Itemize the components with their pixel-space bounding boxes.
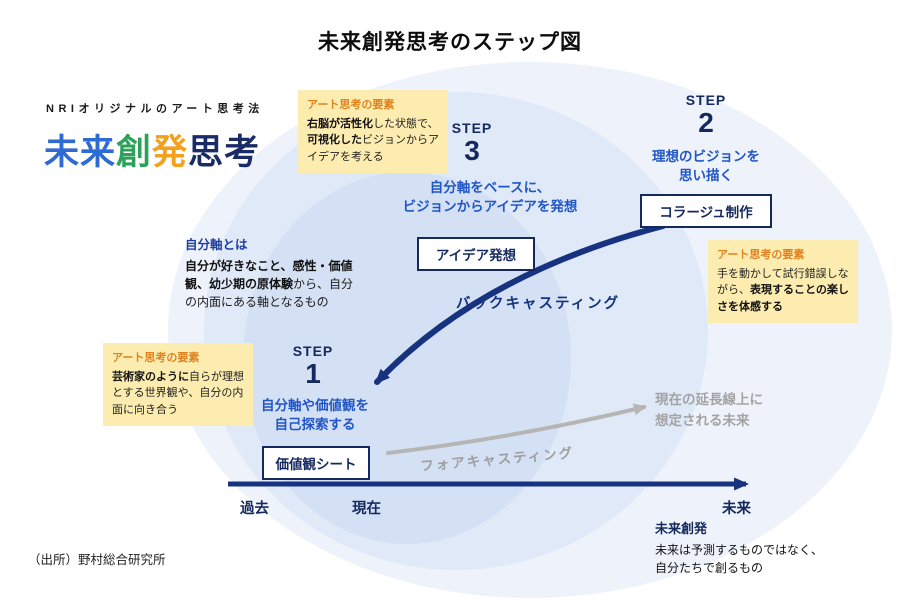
timeline-present-label: 現在	[352, 501, 381, 517]
note-body-text: 自らが理想とする世界観や、自分の内面に向き合う	[112, 370, 244, 416]
future-creation-note: 未来創発 未来は予測するものではなく、 自分たちで創るもの	[655, 519, 823, 577]
step1-description: 自分軸や価値観を 自己探索する	[235, 397, 395, 435]
brand-name: 未来創発思考	[44, 124, 260, 175]
brand-name-part-blue: 未来	[44, 133, 117, 172]
note-body: 右脳が活性化した状態で、可視化したビジョンからアイデアを考える	[307, 116, 439, 166]
note-body-bold: 芸術家のように	[112, 370, 189, 383]
note-body-bold: 表現することの楽しさを体感する	[717, 284, 849, 313]
brand-name-part-navy: 思考	[188, 133, 261, 172]
self-axis-body-text: から、自分の内面にある軸となるもの	[185, 276, 354, 309]
source-attribution: （出所）野村総合研究所	[28, 553, 166, 567]
step2-desc-line2: 思い描く	[679, 167, 733, 183]
future-creation-heading: 未来創発	[655, 521, 708, 536]
self-axis-body-bold: 自分が好きなこと、感性・価値観、幼少期の原体験	[185, 258, 353, 291]
backcasting-label: バックキャスティング	[456, 296, 621, 312]
extension-line2: 想定される未来	[655, 412, 750, 428]
step2-desc-line1: 理想のビジョンを	[652, 149, 760, 164]
note-body-text: 手を動かして試行錯誤しながら、	[717, 267, 849, 297]
step1-desc-line2: 自己探索する	[274, 416, 356, 432]
step1-desc-line1: 自分軸や価値観を	[261, 398, 369, 413]
note-header: アート思考の要素	[717, 249, 805, 261]
timeline-future-label: 未来	[722, 501, 751, 517]
step2-heading: STEP 2	[674, 92, 738, 139]
step3-label: STEP	[451, 120, 493, 136]
extension-future-label: 現在の延長線上に 想定される未来	[655, 390, 763, 432]
step1-label: STEP	[292, 343, 334, 359]
timeline-past-label: 過去	[240, 501, 269, 517]
self-axis-body: 自分が好きなこと、感性・価値観、幼少期の原体験から、自分の内面にある軸となるもの	[185, 257, 361, 311]
idea-generation-box: アイデア発想	[417, 237, 535, 271]
brand-name-part-green: 創	[116, 133, 153, 172]
step3-number: 3	[464, 135, 480, 166]
note-body-bold: 可視化した	[307, 134, 362, 146]
note-header: アート思考の要素	[112, 352, 200, 364]
step3-description: 自分軸をベースに、 ビジョンからアイデアを発想	[390, 179, 590, 217]
step1-heading: STEP 1	[281, 343, 345, 390]
self-axis-heading: 自分軸とは	[185, 238, 248, 252]
note-header: アート思考の要素	[307, 99, 395, 111]
step3-desc-line2: ビジョンからアイデアを発想	[402, 198, 578, 214]
note-body: 手を動かして試行錯誤しながら、表現することの楽しさを体感する	[717, 266, 849, 316]
extension-line1: 現在の延長線上に	[655, 392, 763, 407]
note-body-bold: 右脳が活性化	[307, 117, 373, 130]
values-sheet-box: 価値観シート	[262, 446, 370, 480]
future-creation-line2: 自分たちで創るもの	[655, 560, 764, 575]
step2-number: 2	[698, 107, 714, 138]
step3-heading: STEP 3	[440, 120, 504, 167]
step2-label: STEP	[685, 92, 727, 108]
step2-description: 理想のビジョンを 思い描く	[626, 148, 786, 186]
self-axis-definition: 自分軸とは 自分が好きなこと、感性・価値観、幼少期の原体験から、自分の内面にある…	[185, 236, 361, 311]
collage-box: コラージュ制作	[640, 194, 772, 228]
note-art-thinking-top: アート思考の要素 右脳が活性化した状態で、可視化したビジョンからアイデアを考える	[298, 90, 448, 173]
brand-name-part-orange: 発	[152, 133, 189, 172]
future-creation-line1: 未来は予測するものではなく、	[655, 542, 824, 557]
note-art-thinking-right: アート思考の要素 手を動かして試行錯誤しながら、表現することの楽しさを体感する	[708, 240, 858, 323]
forecasting-label: フォアキャスティング	[419, 445, 575, 474]
note-art-thinking-left: アート思考の要素 芸術家のように自らが理想とする世界観や、自分の内面に向き合う	[103, 343, 253, 426]
step3-desc-line1: 自分軸をベースに、	[429, 180, 551, 195]
note-body-text: ビジョンからアイデアを考える	[307, 134, 439, 163]
brand-tagline: NRIオリジナルのアート思考法	[46, 103, 264, 115]
note-body: 芸術家のように自らが理想とする世界観や、自分の内面に向き合う	[112, 369, 244, 419]
note-body-text: した状態で、	[373, 117, 439, 130]
page-title: 未来創発思考のステップ図	[318, 31, 582, 54]
step1-number: 1	[305, 358, 321, 389]
